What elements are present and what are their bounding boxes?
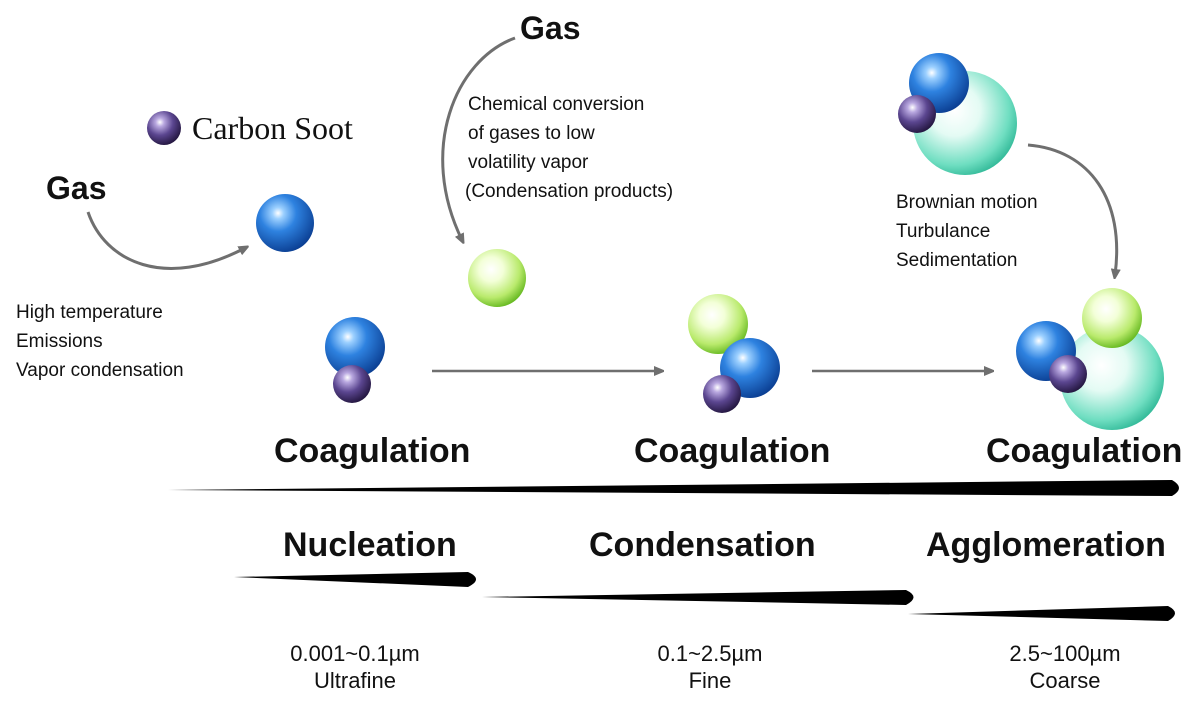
- coagulation-wedge: [168, 480, 1179, 496]
- left-note-line: High temperature: [16, 302, 163, 323]
- nucleation-wedge: [234, 572, 476, 587]
- condensation-wedge: [482, 590, 914, 605]
- gas-left-label: Gas: [46, 170, 107, 206]
- right-note-line: Brownian motion: [896, 192, 1038, 213]
- right-note-line: Turbulance: [896, 221, 991, 242]
- agglomerate-final-cluster: [1016, 288, 1164, 430]
- nucleation-cluster: [325, 317, 385, 403]
- agglomerate-top-cluster: [898, 53, 1017, 175]
- size-range-fine: 0.1~2.5µm Fine: [600, 640, 820, 694]
- size-range-value: 2.5~100µm: [1009, 641, 1121, 666]
- top-note-line: volatility vapor: [468, 152, 589, 173]
- stage-name-condensation: Condensation: [589, 526, 816, 564]
- condensation-cluster: [688, 294, 780, 413]
- coagulation-label-1: Coagulation: [274, 432, 471, 470]
- size-range-coarse: 2.5~100µm Coarse: [960, 640, 1170, 694]
- coagulation-label-3: Coagulation: [986, 432, 1183, 470]
- top-note-line: (Condensation products): [465, 181, 674, 202]
- agglomeration-arrow: [1027, 143, 1117, 275]
- blue-particle: [256, 194, 314, 252]
- agglomeration-wedge: [908, 606, 1175, 621]
- carbon-soot-legend-particle: [147, 111, 181, 145]
- left-note-line: Emissions: [16, 331, 103, 352]
- size-range-value: 0.001~0.1µm: [290, 641, 420, 666]
- stage-name-nucleation: Nucleation: [283, 526, 457, 564]
- top-note-line: of gases to low: [468, 123, 595, 144]
- green-particle: [468, 249, 526, 307]
- size-range-ultrafine: 0.001~0.1µm Ultrafine: [260, 640, 450, 694]
- carbon-soot-label: Carbon Soot: [192, 110, 353, 146]
- stage-name-agglomeration: Agglomeration: [926, 526, 1166, 564]
- right-note: Brownian motion Turbulance Sedimentation: [896, 188, 1038, 275]
- gas-to-particle-arrow: [86, 211, 245, 270]
- size-range-value: 0.1~2.5µm: [657, 641, 763, 666]
- size-class: Coarse: [1029, 668, 1101, 693]
- condensation-arrow: [441, 36, 516, 240]
- left-note-line: Vapor condensation: [16, 360, 184, 381]
- top-note: Chemical conversion of gases to low vola…: [465, 90, 674, 206]
- left-note: High temperature Emissions Vapor condens…: [16, 298, 184, 385]
- top-note-line: Chemical conversion: [468, 94, 645, 115]
- coagulation-label-2: Coagulation: [634, 432, 831, 470]
- right-note-line: Sedimentation: [896, 250, 1018, 271]
- size-class: Ultrafine: [314, 668, 396, 693]
- size-class: Fine: [688, 668, 732, 693]
- gas-top-label: Gas: [520, 10, 581, 46]
